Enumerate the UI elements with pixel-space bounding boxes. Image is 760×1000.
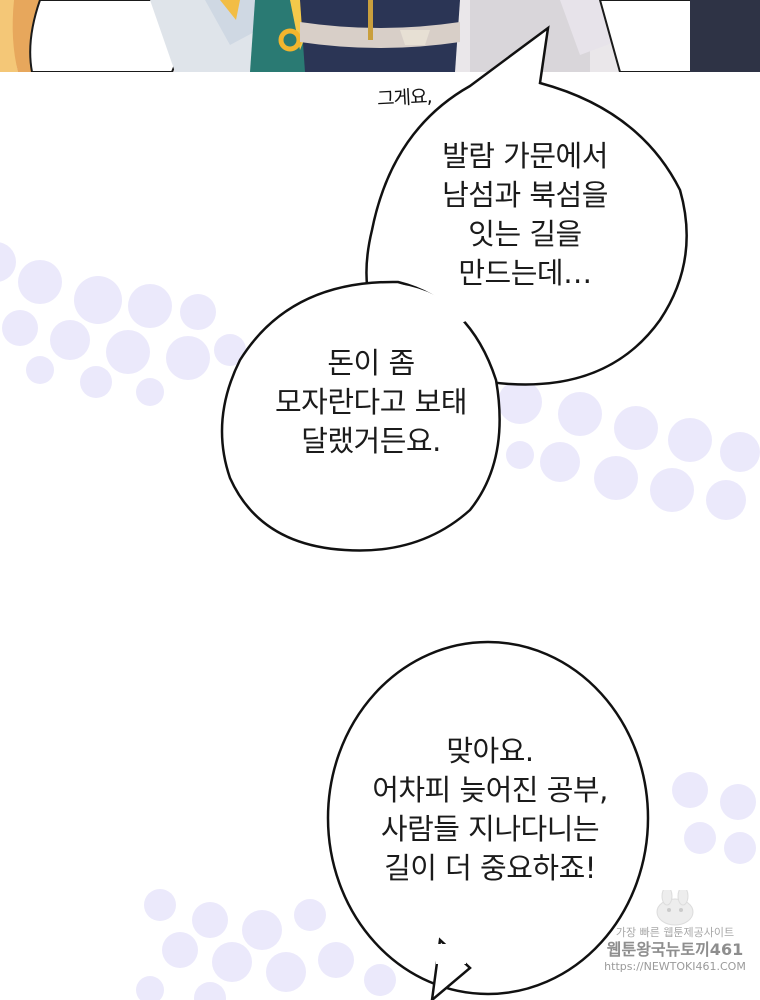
sound-effect-text: 그게요, <box>376 85 433 111</box>
speech-bubble-2-shape <box>220 280 501 552</box>
bubble-1-line-2: 남섬과 북섬을 <box>442 178 608 212</box>
bubble-2-line-1: 돈이 좀 <box>327 346 415 380</box>
bubble-3-line-4: 길이 더 중요하죠! <box>384 851 596 885</box>
watermark-line-2: 웹툰왕국뉴토끼461 <box>606 940 744 959</box>
bubble-3-line-3: 사람들 지나다니는 <box>380 812 600 846</box>
comic-panel-top <box>0 0 760 72</box>
bubble-2-line-2: 모자란다고 보태 <box>275 385 467 419</box>
speech-bubble-1-shape <box>365 25 688 386</box>
watermark-line-1: 가장 빠른 웹툰제공사이트 <box>615 926 735 939</box>
bubble-2-line-3: 달랬거든요. <box>301 424 441 458</box>
watermark-mascot-icon <box>656 890 694 926</box>
bubble-1-line-4: 만드는데… <box>458 256 592 290</box>
speech-bubble-3-text: 맞아요. 어차피 늦어진 공부, 사람들 지나다니는 길이 더 중요하죠! <box>340 732 640 888</box>
speech-bubble-1-text: 발람 가문에서 남섬과 북섬을 잇는 길을 만드는데… <box>390 137 660 293</box>
bubble-3-line-2: 어차피 늦어진 공부, <box>372 773 608 807</box>
panel-illustration <box>0 0 760 72</box>
bubble-3-line-1: 맞아요. <box>446 734 534 768</box>
bubble-1-line-1: 발람 가문에서 <box>442 139 608 173</box>
watermark-link[interactable]: https://NEWTOKI461.COM <box>604 960 746 973</box>
speech-bubble-2-text: 돈이 좀 모자란다고 보태 달랬거든요. <box>236 344 506 461</box>
speech-bubble-3-shape <box>326 640 650 996</box>
bubble-1-line-3: 잇는 길을 <box>468 217 582 251</box>
watermark: 가장 빠른 웹툰제공사이트 웹툰왕국뉴토끼461 https://NEWTOKI… <box>590 890 760 1000</box>
